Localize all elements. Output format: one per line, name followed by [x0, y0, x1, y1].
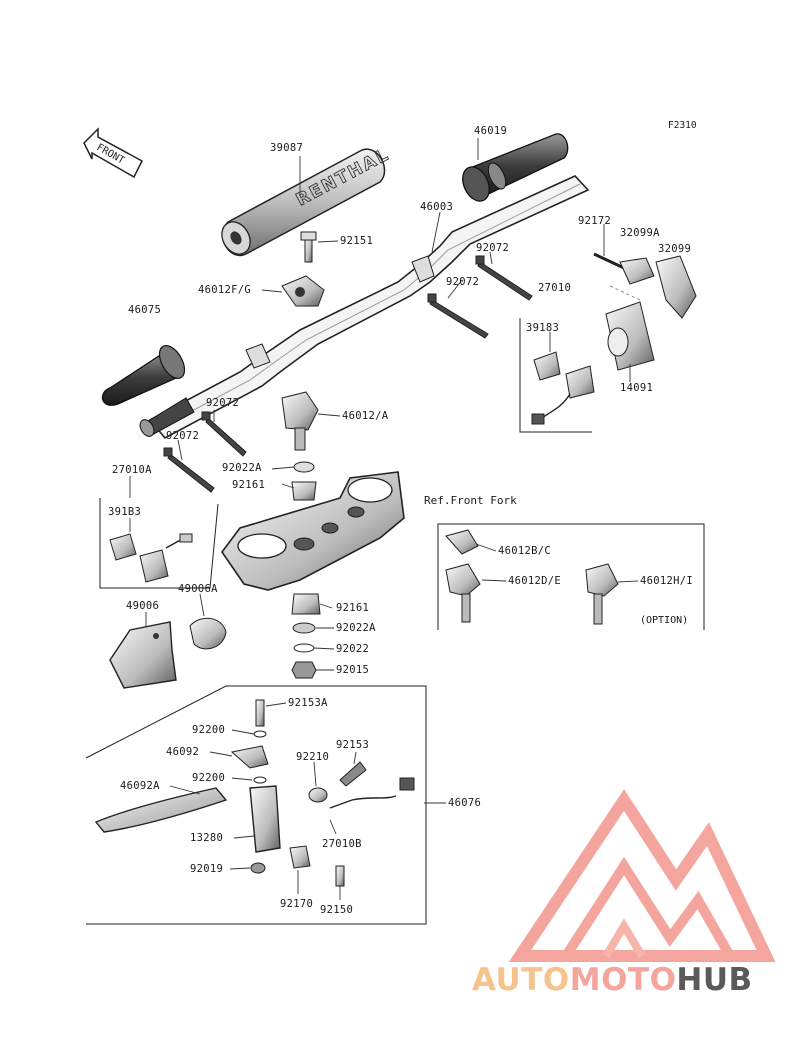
part-label[interactable]: 46092A — [120, 780, 160, 792]
throttle-grip — [462, 133, 569, 202]
part-label[interactable]: 92151 — [340, 235, 374, 247]
part-label[interactable]: 46003 — [420, 201, 454, 213]
part-label[interactable]: 13280 — [190, 832, 224, 844]
part-label[interactable]: 46075 — [128, 304, 162, 316]
option-note: (OPTION) — [640, 615, 689, 626]
figure-id: F2310 — [668, 120, 697, 131]
part-label[interactable]: 27010 — [538, 282, 572, 294]
part-label[interactable]: 92161 — [232, 479, 266, 491]
leader-lines — [129, 138, 639, 900]
part-label[interactable]: 46019 — [474, 125, 508, 137]
option-clamps-box — [437, 523, 705, 630]
part-label[interactable]: 92022A — [222, 462, 262, 474]
lower-bar-clamp — [281, 391, 319, 501]
part-label[interactable]: 46012/A — [342, 410, 389, 422]
part-label[interactable]: 92153A — [288, 697, 328, 709]
part-label[interactable]: 92072 — [166, 430, 200, 442]
watermark-part-auto: AUTO — [472, 962, 570, 998]
part-label[interactable]: 32099A — [620, 227, 660, 239]
part-label[interactable]: 46092 — [166, 746, 200, 758]
part-label[interactable]: 14091 — [620, 382, 654, 394]
part-label[interactable]: 27010B — [322, 838, 362, 850]
front-direction-arrow: FRONT — [83, 127, 143, 179]
upper-clamp-parts — [245, 231, 697, 371]
cable-ties — [163, 255, 533, 493]
ref-front-fork-note: Ref.Front Fork — [424, 494, 517, 507]
part-label[interactable]: 92150 — [320, 904, 354, 916]
switch-box-left — [99, 498, 219, 589]
watermark-text: AUTOMOTOHUB — [472, 962, 753, 998]
left-grip — [101, 345, 195, 437]
part-label[interactable]: 49006A — [178, 583, 218, 595]
lever-guard — [109, 617, 227, 689]
part-label[interactable]: 27010A — [112, 464, 152, 476]
triple-clamp — [221, 471, 405, 591]
part-label[interactable]: 92200 — [192, 772, 226, 784]
watermark-part-moto: MOTO — [569, 962, 677, 998]
part-label[interactable]: 46076 — [448, 797, 482, 809]
part-label[interactable]: 92072 — [206, 397, 240, 409]
part-label[interactable]: 92170 — [280, 898, 314, 910]
part-label[interactable]: 39183 — [526, 322, 560, 334]
clutch-lever-assembly — [85, 685, 427, 925]
part-label[interactable]: 92153 — [336, 739, 370, 751]
part-label[interactable]: 92072 — [476, 242, 510, 254]
part-label[interactable]: 92022 — [336, 643, 370, 655]
watermark-part-hub: HUB — [676, 962, 753, 998]
part-label[interactable]: 92015 — [336, 664, 370, 676]
automotohub-logo-icon — [508, 789, 776, 962]
handlebar — [148, 175, 590, 440]
switch-box-right — [519, 318, 595, 433]
part-label[interactable]: 92210 — [296, 751, 330, 763]
part-label[interactable]: 92200 — [192, 724, 226, 736]
part-label[interactable]: 49006 — [126, 600, 160, 612]
part-label[interactable]: 92072 — [446, 276, 480, 288]
part-label[interactable]: 391B3 — [108, 506, 142, 518]
part-label[interactable]: 46012B/C — [498, 545, 551, 557]
part-label[interactable]: 46012F/G — [198, 284, 251, 296]
part-label[interactable]: 92161 — [336, 602, 370, 614]
part-label[interactable]: 92172 — [578, 215, 612, 227]
part-label[interactable]: 92022A — [336, 622, 376, 634]
part-label[interactable]: 39087 — [270, 142, 304, 154]
part-label[interactable]: 46012H/I — [640, 575, 693, 587]
part-label[interactable]: 46012D/E — [508, 575, 561, 587]
part-label[interactable]: 92019 — [190, 863, 224, 875]
clamp-hardware-stack — [291, 593, 321, 679]
part-label[interactable]: 32099 — [658, 243, 692, 255]
